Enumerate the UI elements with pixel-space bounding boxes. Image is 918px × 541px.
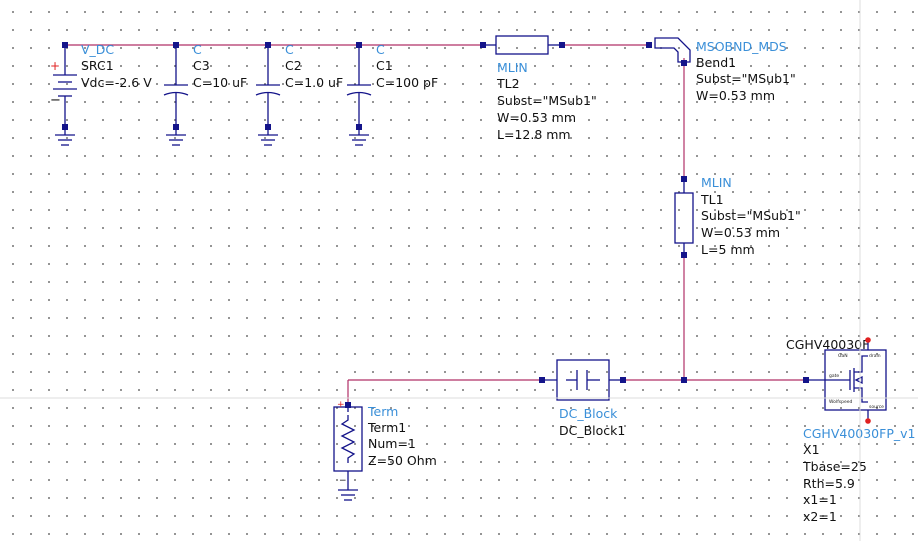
- pin-c2-top[interactable]: [265, 42, 271, 48]
- dc-block1-component[interactable]: DC_Block DC_Block1: [539, 359, 626, 438]
- x1-name-label: X1: [803, 442, 820, 457]
- c2-name-label: C2: [285, 58, 302, 73]
- ground-symbol-c3: [166, 134, 186, 146]
- x1-gate-label: gate: [829, 373, 839, 379]
- c1-name-label: C1: [376, 58, 393, 73]
- term1-param-num: Num=1: [368, 436, 416, 451]
- tl2-name-label: TL2: [496, 76, 520, 91]
- pin-dcblock-left[interactable]: [539, 377, 545, 383]
- x1-drain-label: drain: [869, 353, 881, 359]
- tl2-param-w: W=0.53 mm: [497, 110, 576, 125]
- pin-tl1-bottom[interactable]: [681, 252, 687, 258]
- tl1-param-subst: Subst="MSub1": [701, 208, 801, 223]
- dc-block1-name-label: DC_Block1: [559, 423, 625, 438]
- tl2-type-label: MLIN: [497, 60, 528, 75]
- pin-dcblock-right[interactable]: [620, 377, 626, 383]
- term1-name-label: Term1: [367, 420, 406, 435]
- pin-c3-top[interactable]: [173, 42, 179, 48]
- ground-symbol-c1: [349, 134, 369, 146]
- tl2-component[interactable]: MLIN TL2 Subst="MSub1" W=0.53 mm L=12.8 …: [480, 35, 597, 142]
- c1-component[interactable]: C C1 C=100 pF: [346, 42, 438, 146]
- c2-component[interactable]: C C2 C=1.0 uF: [255, 42, 343, 146]
- pin-tl2-right[interactable]: [559, 42, 565, 48]
- c2-param-c: C=1.0 uF: [285, 75, 343, 90]
- term1-component[interactable]: + − Term Term1 Num=1 Z=50 Ohm: [333, 400, 437, 501]
- x1-param-x1: x1=1: [803, 492, 837, 507]
- x1-vendor-label: Wolfspeed: [829, 399, 853, 405]
- src1-param-vdc: Vdc=-2.6 V: [81, 75, 152, 90]
- dc-block1-type-label: DC_Block: [559, 406, 618, 421]
- tl1-component[interactable]: MLIN TL1 Subst="MSub1" W=0.53 mm L=5 mm: [674, 175, 801, 258]
- x1-transistor-component[interactable]: CGHV40030F GaN drain gate Wolfspeed sour…: [786, 337, 915, 524]
- bend1-name-label: Bend1: [696, 55, 736, 70]
- x1-source-marker: [865, 418, 871, 424]
- tl1-param-w: W=0.53 mm: [701, 225, 780, 240]
- tl2-param-subst: Subst="MSub1": [497, 93, 597, 108]
- tl2-param-l: L=12.8 mm: [497, 127, 571, 142]
- x1-param-tbase: Tbase=25: [802, 459, 867, 474]
- ground-symbol-c2: [258, 134, 278, 146]
- pin-src1-bottom[interactable]: [62, 124, 68, 130]
- c2-type-label: C: [285, 42, 294, 57]
- c1-type-label: C: [376, 42, 385, 57]
- junction-dot: [681, 377, 687, 383]
- c3-component[interactable]: C C3 C=10 uF: [163, 42, 247, 146]
- bend1-component[interactable]: MSOBND_MDS Bend1 Subst="MSub1" W=0.53 mm: [646, 37, 796, 103]
- bend1-param-w: W=0.53 mm: [696, 88, 775, 103]
- pin-term1-top[interactable]: [345, 402, 351, 408]
- x1-type-label: CGHV40030FP_v1: [803, 426, 915, 441]
- wires: [65, 44, 805, 402]
- pin-tl2-left[interactable]: [480, 42, 486, 48]
- c3-param-c: C=10 uF: [193, 75, 247, 90]
- pin-tl1-top[interactable]: [681, 176, 687, 182]
- pin-src1-top[interactable]: [62, 42, 68, 48]
- x1-drain-marker: [865, 337, 871, 343]
- pin-c1-bottom[interactable]: [356, 124, 362, 130]
- tl1-name-label: TL1: [700, 192, 724, 207]
- bend1-param-subst: Subst="MSub1": [696, 71, 796, 86]
- term1-param-z: Z=50 Ohm: [368, 453, 437, 468]
- minus-sign: −: [50, 93, 61, 108]
- c3-type-label: C: [193, 42, 202, 57]
- x1-param-rth: Rth=5.9: [803, 476, 855, 491]
- x1-gan-label: GaN: [838, 353, 848, 359]
- src1-name-label: SRC1: [81, 58, 114, 73]
- pin-c1-top[interactable]: [356, 42, 362, 48]
- ground-symbol-src1: [55, 134, 75, 146]
- src1-type-label: V_DC: [81, 42, 114, 57]
- pin-c3-bottom[interactable]: [173, 124, 179, 130]
- c1-param-c: C=100 pF: [376, 75, 438, 90]
- src1-component[interactable]: + − V_DC SRC1 Vdc=-2.6 V: [50, 42, 152, 146]
- x1-source-label: source: [869, 404, 884, 410]
- tl1-param-l: L=5 mm: [701, 242, 755, 257]
- plus-sign: +: [50, 59, 60, 73]
- pin-x1-gate[interactable]: [803, 377, 809, 383]
- pin-bend1-left[interactable]: [646, 42, 652, 48]
- tl1-type-label: MLIN: [701, 175, 732, 190]
- pin-bend1-bottom[interactable]: [681, 60, 687, 66]
- bend1-type-label: MSOBND_MDS: [696, 39, 787, 54]
- term1-minus-sign: −: [339, 476, 347, 486]
- x1-box-title: CGHV40030F: [786, 337, 869, 352]
- term1-plus-sign: +: [337, 400, 345, 410]
- c3-name-label: C3: [193, 58, 210, 73]
- ground-symbol-term1: [338, 489, 358, 501]
- term1-type-label: Term: [367, 404, 398, 419]
- pin-c2-bottom[interactable]: [265, 124, 271, 130]
- x1-param-x2: x2=1: [803, 509, 837, 524]
